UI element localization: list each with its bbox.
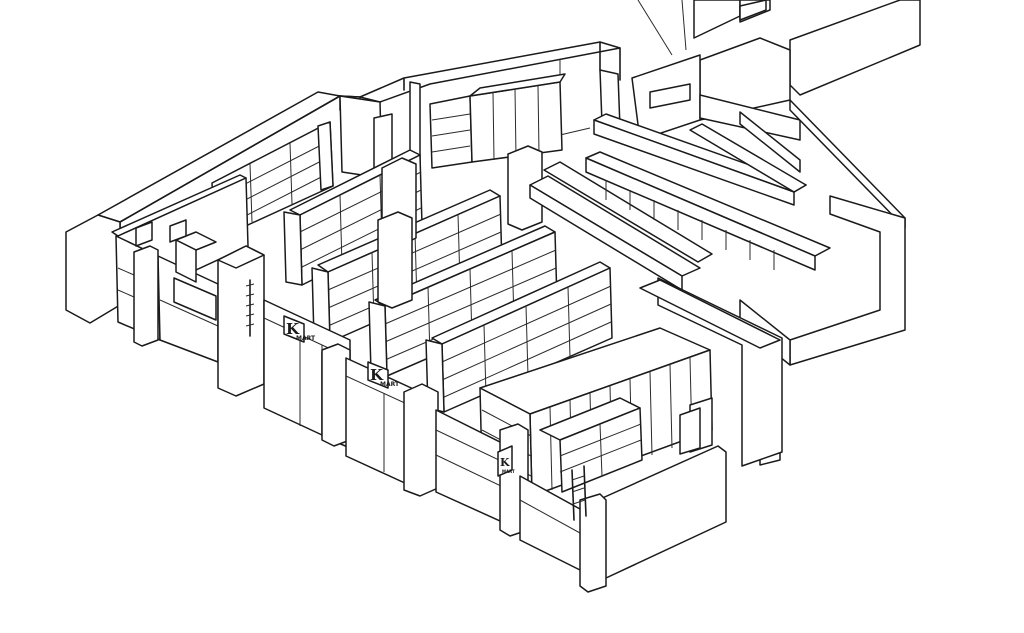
back-rooms [631,0,921,229]
cabinet-room-walls [597,277,783,579]
front-counter-items [135,219,217,283]
long-gondola-shelving [529,113,831,291]
interior-door-wall [339,69,621,179]
storefront-pillar-2 [217,245,265,397]
back-shelving-unit [429,73,566,169]
storefront-right [435,409,607,593]
kmart-sign-1: K MART [283,315,316,343]
sign-3-letter: K [500,456,510,469]
vertical-sign [245,279,255,337]
interior-pillars [377,145,543,309]
storefront-pillar-1 [133,245,159,347]
cabinet-room-inner-shelf [539,397,643,493]
storefront-center-right [345,357,439,497]
ladder [571,465,587,521]
sign-2-letter: K [370,366,384,384]
kmart-sign-3: K MART [497,445,515,477]
kmart-sign-2: K MART [367,361,400,389]
sign-1-letter: K [286,320,300,338]
sign-1-text: MART [296,335,316,342]
sign-3-text: MART [502,469,515,474]
sign-2-text: MART [380,381,400,388]
